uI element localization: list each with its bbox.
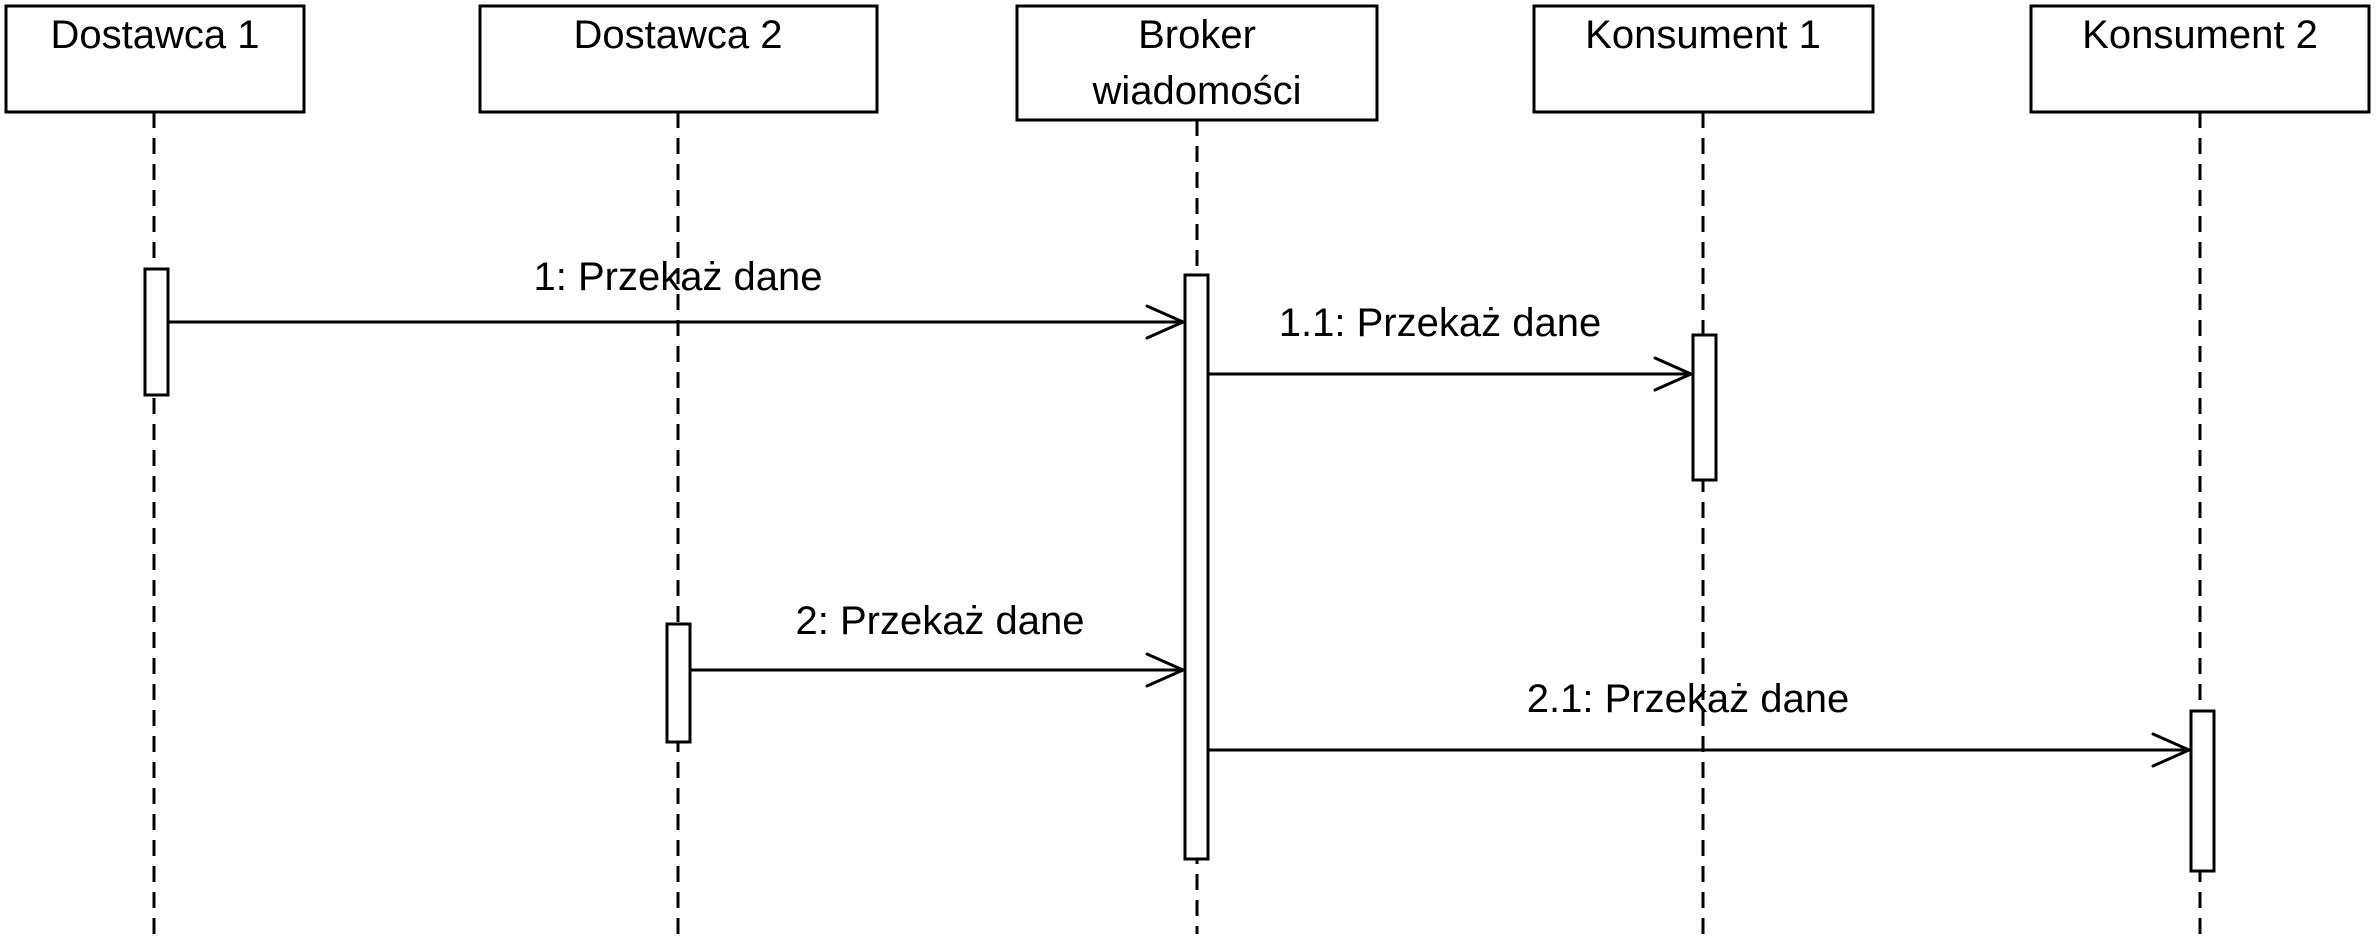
participant-label-line-2: wiadomości [1092,69,1302,113]
participant-label: Konsument 1 [1585,13,1821,57]
message-1-1: 1.1: Przekaż dane [1208,301,1693,392]
participant-dostawca-2: Dostawca 2 [478,4,879,114]
arrow-head-icon [2151,732,2191,768]
activation-broker [1183,273,1210,861]
participant-label: Konsument 2 [2082,13,2318,57]
message-label: 2: Przekaż dane [795,599,1084,643]
activation-dostawca-2 [665,622,692,744]
participant-konsument-2: Konsument 2 [2029,4,2371,114]
arrow-head-icon [1145,652,1185,688]
activation-dostawca-1 [143,267,170,397]
message-label: 1: Przekaż dane [533,255,822,299]
arrow-head-icon [1145,304,1185,340]
message-2: 2: Przekaż dane [690,599,1185,688]
participant-dostawca-1: Dostawca 1 [4,4,306,114]
participant-broker: Broker wiadomości [1015,4,1379,122]
activation-konsument-1 [1691,333,1718,482]
activation-konsument-2 [2189,709,2216,873]
message-2-1: 2.1: Przekaż dane [1208,677,2191,768]
participant-label-line-1: Broker [1138,13,1256,57]
message-label: 2.1: Przekaż dane [1527,677,1849,721]
participant-label: Dostawca 2 [574,13,783,57]
message-label: 1.1: Przekaż dane [1279,301,1601,345]
message-1: 1: Przekaż dane [168,255,1185,340]
arrow-head-icon [1653,356,1693,392]
participant-label: Dostawca 1 [51,13,260,57]
participant-konsument-1: Konsument 1 [1532,4,1875,114]
